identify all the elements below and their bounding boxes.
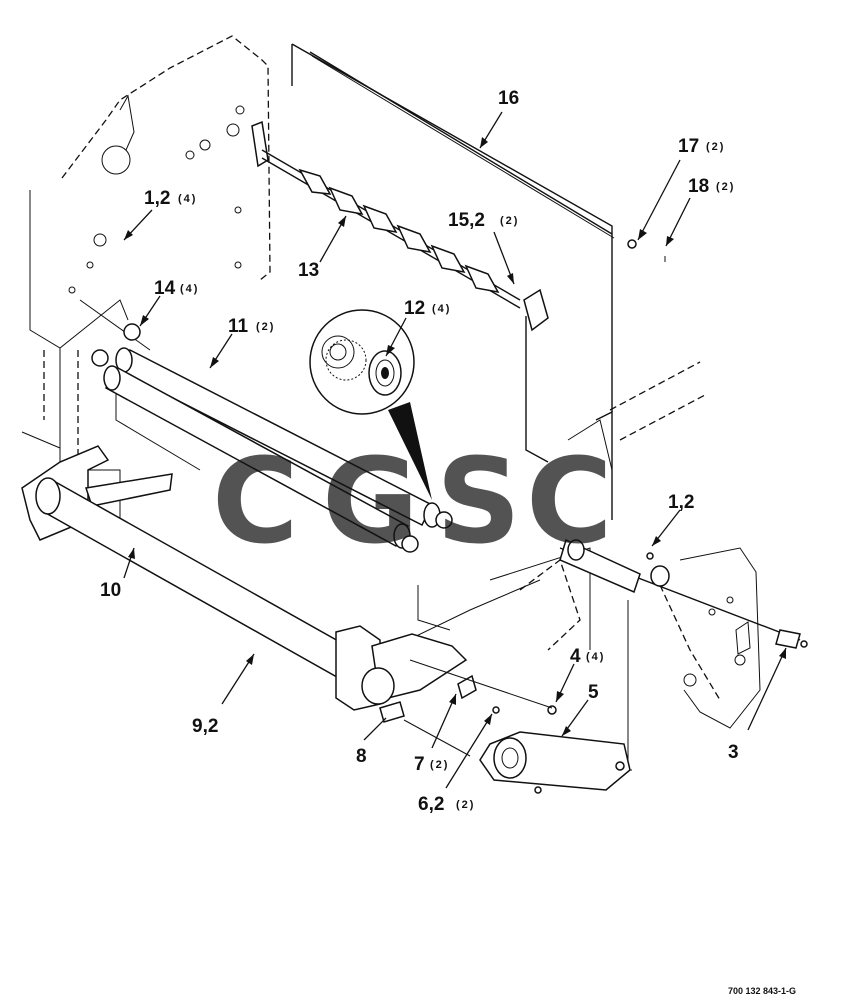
callout-label: 7 [414,754,425,775]
bearing-detail-part-12 [309,309,432,500]
callout-label: 10 [100,580,121,601]
roller-bearings-part-14 [91,323,453,553]
callout-label: 3 [728,742,739,763]
callout-labels: 16 17 (2) 18 (2) 1,2 (4) 15,2 (2) 13 14 … [100,88,739,815]
small-hardware [379,659,557,757]
callout-label: 1,2 [144,188,170,209]
callout-qty: (4) [586,651,605,663]
callout-qty: (2) [256,321,275,333]
callout-qty: (4) [178,193,197,205]
callout-qty: (2) [500,215,519,227]
watermark-letter-3: S [436,432,521,570]
callout-qty: (2) [456,799,475,811]
callout-label: 5 [588,682,599,703]
callout-qty: (2) [716,181,735,193]
callout-qty: (2) [706,141,725,153]
callout-label: 9,2 [192,716,218,737]
callout-qty: (4) [180,283,199,295]
rod-end-parts [627,239,666,262]
callout-label: 6,2 [418,794,444,815]
callout-qty: (4) [432,303,451,315]
beater-shaft-part-13 [251,120,549,332]
callout-label: 15,2 [448,210,485,231]
left-side-panel [29,35,271,540]
callout-label: 8 [356,746,367,767]
right-side-panel [609,361,761,771]
watermark-letter-1: C [212,432,299,570]
roller-part-11-upper [115,347,441,528]
drive-cover-part-5 [479,731,631,794]
cgsc-watermark: C G S C [212,432,613,570]
callout-label: 18 [688,176,709,197]
callout-label: 4 [570,646,581,667]
callout-label: 13 [298,260,319,281]
callout-label: 11 [228,316,249,337]
drawing-number: 700 132 843-1-G [728,986,796,996]
right-shaft-part-3 [559,538,808,649]
callout-label: 16 [498,88,519,109]
watermark-letter-2: G [322,432,419,570]
callout-label: 14 [154,278,176,299]
main-tube-part-10 [21,431,468,711]
watermark-letter-4: C [526,432,613,570]
rod-part-16 [309,51,615,239]
lower-support-panel [115,380,591,651]
callout-label: 1,2 [668,492,694,513]
leader-lines [123,111,787,789]
callout-label: 12 [404,298,425,319]
callout-label: 17 [678,136,699,157]
callout-qty: (2) [430,759,449,771]
roller-part-11-lower [103,365,411,549]
